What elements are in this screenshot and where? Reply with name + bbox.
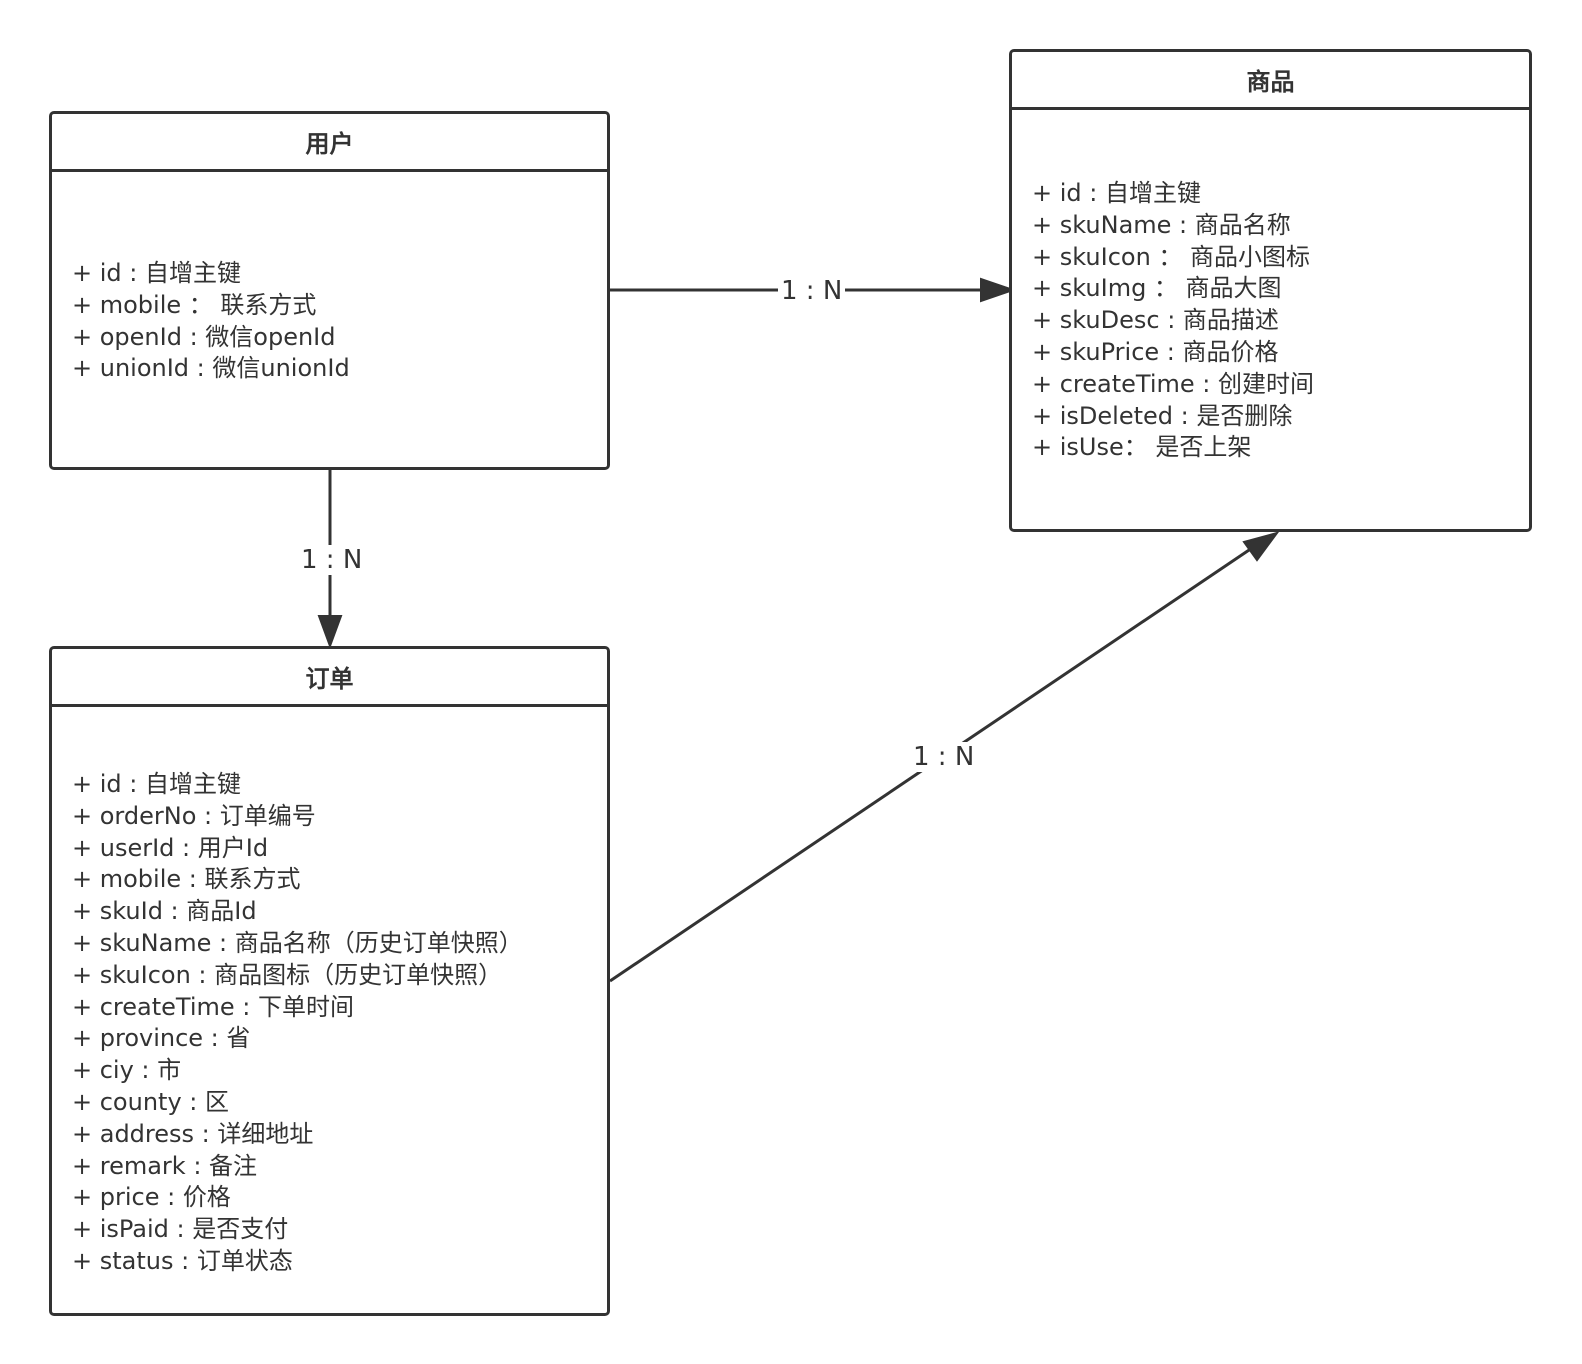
attribute-product-skuprice: + skuPrice : 商品价格 xyxy=(1032,337,1279,366)
attribute-product-skuname: + skuName : 商品名称 xyxy=(1032,210,1291,239)
entity-product[interactable]: 商品 + id : 自增主键 + skuName : 商品名称 + skuIco… xyxy=(1009,49,1532,532)
attribute-product-skudesc: + skuDesc : 商品描述 xyxy=(1032,306,1279,335)
entity-title-order: 订单 xyxy=(52,649,607,707)
relation-label-user-product: 1 : N xyxy=(778,276,846,306)
attribute-order-orderno: + orderNo : 订单编号 xyxy=(72,801,316,830)
attribute-list-user: + id : 自增主键 + mobile ： 联系方式 + openId : 微… xyxy=(72,258,599,385)
attribute-order-skuicon: + skuIcon : 商品图标（历史订单快照） xyxy=(72,960,503,989)
entity-user[interactable]: 用户 + id : 自增主键 + mobile ： 联系方式 + openId … xyxy=(49,111,610,470)
attribute-product-isuse: + isUse： 是否上架 xyxy=(1032,433,1252,462)
attribute-user-mobile: + mobile ： 联系方式 xyxy=(72,290,317,319)
attribute-product-isdeleted: + isDeleted : 是否删除 xyxy=(1032,401,1293,430)
attribute-user-unionid: + unionId : 微信unionId xyxy=(72,354,350,383)
attribute-product-createtime: + createTime : 创建时间 xyxy=(1032,369,1314,398)
attribute-order-userid: + userId : 用户Id xyxy=(72,833,269,862)
attribute-order-city: + ciy : 市 xyxy=(72,1056,182,1085)
relation-label-user-order: 1 : N xyxy=(298,545,366,575)
attribute-list-product: + id : 自增主键 + skuName : 商品名称 + skuIcon ：… xyxy=(1032,178,1521,464)
attribute-order-skuname: + skuName : 商品名称（历史订单快照） xyxy=(72,928,523,957)
entity-title-user: 用户 xyxy=(52,114,607,172)
attribute-order-remark: + remark : 备注 xyxy=(72,1151,258,1180)
attribute-order-skuid: + skuId : 商品Id xyxy=(72,897,257,926)
attribute-product-id: + id : 自增主键 xyxy=(1032,179,1201,207)
arrowhead-to-order-down xyxy=(317,615,343,649)
attribute-order-status: + status : 订单状态 xyxy=(72,1246,293,1275)
attribute-order-price: + price : 价格 xyxy=(72,1183,231,1212)
entity-title-product: 商品 xyxy=(1012,52,1529,110)
attribute-user-openid: + openId : 微信openId xyxy=(72,322,336,351)
arrowhead-to-product-right xyxy=(980,277,1017,303)
attribute-order-id: + id : 自增主键 xyxy=(72,770,241,798)
attribute-product-skuicon: + skuIcon ： 商品小图标 xyxy=(1032,242,1311,271)
attribute-order-province: + province : 省 xyxy=(72,1024,251,1053)
attribute-order-county: + county : 区 xyxy=(72,1087,229,1116)
attribute-order-createtime: + createTime : 下单时间 xyxy=(72,992,354,1021)
entity-order[interactable]: 订单 + id : 自增主键 + orderNo : 订单编号 + userId… xyxy=(49,646,610,1316)
attribute-list-order: + id : 自增主键 + orderNo : 订单编号 + userId : … xyxy=(72,769,599,1278)
attribute-order-mobile: + mobile : 联系方式 xyxy=(72,865,301,894)
attribute-product-skuimg: + skuImg ： 商品大图 xyxy=(1032,274,1282,303)
relation-label-order-product: 1 : N xyxy=(910,742,978,772)
attribute-order-ispaid: + isPaid : 是否支付 xyxy=(72,1215,289,1244)
attribute-user-id: + id : 自增主键 xyxy=(72,259,241,287)
attribute-order-address: + address : 详细地址 xyxy=(72,1119,314,1148)
arrowhead-to-product-bottom xyxy=(1242,531,1280,562)
